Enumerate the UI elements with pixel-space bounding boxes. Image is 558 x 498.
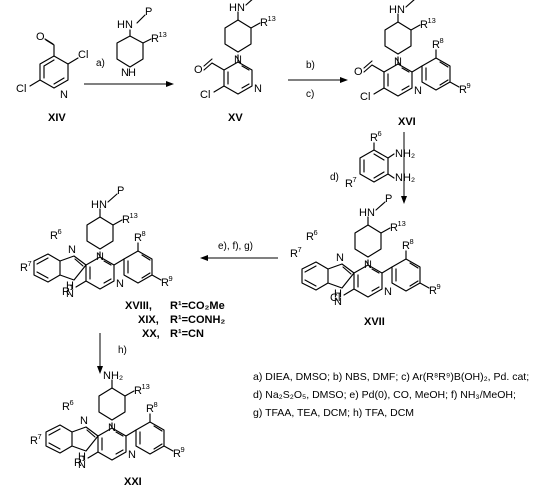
- atom-label: N: [116, 278, 124, 290]
- compound-xxi-structure: N XXI: [30, 370, 185, 488]
- compound-xv-structure: O Cl N XV: [194, 0, 276, 124]
- compound-label: XVIII,: [125, 300, 152, 312]
- step-label: a): [96, 58, 105, 69]
- compound-xviii-xx-structure: N: [20, 185, 173, 301]
- atom-label: N: [254, 83, 262, 95]
- atom-label: Cl: [330, 292, 340, 304]
- reaction-arrow-b-c: b) c): [288, 60, 348, 100]
- compound-xiv-structure: O Cl Cl N XIV: [16, 31, 88, 124]
- atom-label: Cl: [200, 89, 210, 101]
- atom-label: NH₂: [395, 172, 415, 184]
- conditions-line-1: a) DIEA, DMSO; b) NBS, DMF; c) Ar(R⁸R⁹)B…: [253, 371, 529, 383]
- step-label: d): [330, 172, 339, 183]
- atom-label: O: [354, 66, 363, 78]
- reaction-arrow-d: d) NH₂ NH₂: [330, 129, 415, 204]
- atom-label: P: [145, 6, 152, 18]
- compound-label: XV: [228, 112, 243, 124]
- conditions-line-3: g) TFAA, TEA, DCM; h) TFA, DCM: [253, 407, 414, 419]
- compound-xvi-structure: O Cl N XVI: [354, 0, 471, 128]
- compound-variant-formula: R¹=CONH₂: [170, 314, 225, 326]
- reaction-conditions: a) DIEA, DMSO; b) NBS, DMF; c) Ar(R⁸R⁹)B…: [253, 371, 529, 419]
- compound-variant-formula: R¹=CN: [170, 328, 204, 340]
- atom-label: Cl: [360, 91, 370, 103]
- compound-label: XIV: [48, 112, 66, 124]
- atom-label: Cl: [16, 83, 26, 95]
- reaction-arrow-a: a) HN P N H: [84, 6, 174, 87]
- atom-label: N: [121, 67, 129, 79]
- atom-label: N: [384, 286, 392, 298]
- atom-label: Cl: [78, 49, 88, 61]
- compound-label: XXI: [124, 476, 142, 488]
- compound-label: XIX,: [138, 314, 159, 326]
- reaction-arrow-e-f-g: e), f), g): [200, 241, 278, 261]
- step-label: c): [306, 89, 314, 100]
- atom-label: NH₂: [395, 148, 415, 160]
- compound-label: XX,: [142, 328, 160, 340]
- atom-label: N: [60, 89, 68, 101]
- compound-xvii-structure: Cl N XVII: [290, 193, 441, 328]
- step-label: e), f), g): [218, 241, 253, 252]
- compound-variant-list: XVIII, R¹=CO₂Me XIX, R¹=CONH₂ XX, R¹=CN: [125, 300, 225, 340]
- compound-label: XVI: [398, 116, 416, 128]
- conditions-line-2: d) Na₂S₂O₅, DMSO; e) Pd(0), CO, MeOH; f)…: [253, 389, 516, 401]
- atom-label: O: [194, 64, 203, 76]
- atom-label: HN: [117, 19, 133, 31]
- atom-label: N: [414, 85, 422, 97]
- compound-label: XVII: [364, 316, 385, 328]
- step-label: b): [306, 60, 315, 71]
- compound-variant-formula: R¹=CO₂Me: [170, 300, 225, 312]
- atom-label: N: [128, 449, 136, 461]
- atom-label: O: [36, 31, 45, 43]
- atom-label: H: [128, 67, 136, 79]
- reaction-arrow-h: h): [97, 333, 127, 374]
- step-label: h): [118, 345, 127, 356]
